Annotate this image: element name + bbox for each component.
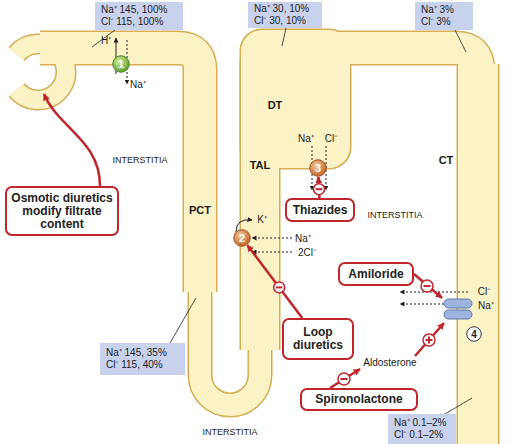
- transporter-circle: 2: [233, 229, 251, 247]
- inhibit-symbol: [314, 184, 325, 195]
- plus-sign: [428, 337, 430, 344]
- leader-lines: [92, 28, 472, 414]
- drug-name: Amiloride: [348, 268, 403, 281]
- drug-box: Amiloride: [338, 262, 414, 286]
- value-text: Cl⁻ 115, 100%: [101, 16, 163, 28]
- ion-label: Na⁺: [130, 77, 146, 91]
- circle-shape: [467, 327, 482, 342]
- drug-arrows: [44, 94, 444, 388]
- ion-arrow: [252, 238, 292, 239]
- tubule-lumen: [17, 30, 478, 444]
- value-box: Na⁺ 145, 35%Cl⁻ 115, 40%: [100, 343, 185, 375]
- ion-label: Na⁺: [298, 131, 314, 145]
- callout-number: 1: [118, 59, 124, 70]
- region-label: INTERSTITIA: [112, 155, 167, 165]
- ion-label: K⁺: [257, 212, 267, 226]
- segment-label: PCT: [189, 204, 211, 216]
- circle-shape: [113, 56, 130, 73]
- value-text: Cl⁻ 30, 10%: [254, 15, 306, 27]
- minus-sign: [316, 188, 322, 190]
- value-text: Na⁺ 30, 10%: [254, 3, 309, 15]
- callout-number: 4: [471, 329, 477, 340]
- hormone-label: Aldosterone: [363, 357, 416, 368]
- inhibit-circle: [338, 373, 350, 385]
- drug-name: Spironolactone: [315, 393, 402, 406]
- inhibition-arrow: [247, 245, 302, 318]
- drug-name: Thiazides: [293, 204, 348, 217]
- stimulate-symbol: [423, 334, 435, 346]
- drug-name: Loop diuretics: [287, 326, 349, 352]
- value-box: Na⁺ 3%Cl⁻ 3%: [415, 2, 473, 30]
- value-text: Na⁺ 0.1–2%: [394, 417, 446, 429]
- callout-number: 2: [239, 233, 245, 244]
- inhibit-circle: [314, 184, 325, 195]
- leader-line: [170, 298, 196, 343]
- drug-box: Osmotic diuretics modify filtrate conten…: [5, 186, 119, 236]
- circle-shape: [310, 160, 327, 177]
- drug-box: Spironolactone: [300, 388, 418, 411]
- inhibit-symbol: [274, 282, 285, 293]
- value-text: Cl⁻ 3%: [421, 16, 451, 28]
- value-text: Cl⁻ 115, 40%: [106, 359, 163, 371]
- minus-sign: [424, 285, 431, 287]
- ct-outline: [457, 64, 500, 444]
- stimulate-circle: [423, 334, 435, 346]
- value-text: Na⁺ 3%: [421, 4, 454, 16]
- ion-label: Na⁺: [295, 231, 311, 245]
- drug-arrow: [44, 94, 100, 186]
- value-box: Na⁺ 0.1–2%Cl⁻ 0.1–2%: [388, 414, 456, 444]
- value-box: Na⁺ 30, 10%Cl⁻ 30, 10%: [248, 2, 322, 28]
- value-text: Na⁺ 145, 100%: [101, 4, 167, 16]
- hormone-arrow: [415, 323, 444, 356]
- circle-shape: [234, 230, 251, 247]
- inhibition-arrow: [318, 177, 319, 198]
- ion-label: H⁺: [101, 33, 111, 47]
- drug-name: Osmotic diuretics modify filtrate conten…: [10, 192, 114, 231]
- leader-line: [92, 30, 115, 47]
- callout-circle: 4: [466, 326, 482, 342]
- ct-tube: [458, 64, 498, 444]
- value-box: Na⁺ 145, 100%Cl⁻ 115, 100%: [95, 2, 183, 30]
- minus-sign: [276, 286, 282, 288]
- channel-symbol: [444, 310, 472, 319]
- leader-line: [455, 30, 466, 52]
- value-text: Cl⁻ 0.1–2%: [394, 429, 443, 441]
- segment-label: CT: [439, 154, 454, 166]
- sodium-channels: [444, 299, 472, 319]
- ion-label: Cl⁻: [325, 131, 337, 145]
- minus-sign: [341, 378, 348, 380]
- callout-number: 3: [315, 163, 321, 174]
- drug-arrow: [414, 274, 442, 298]
- segment-label: DT: [268, 99, 283, 111]
- leader-line: [445, 398, 472, 414]
- inhibit-circle: [421, 280, 433, 292]
- pct-tube: [40, 48, 200, 292]
- inhibit-symbol: [421, 280, 433, 292]
- value-text: Na⁺ 145, 35%: [106, 347, 167, 359]
- region-label: INTERSTITIA: [202, 427, 257, 437]
- transporter-circle: 3: [309, 159, 327, 177]
- region-label: INTERSTITIA: [367, 210, 422, 220]
- ion-arrows: [116, 38, 468, 304]
- transporter-circle: 1: [112, 55, 130, 73]
- ion-arrow: [252, 252, 292, 253]
- drug-box: Loop diuretics: [282, 318, 354, 360]
- tubule-outline: [17, 29, 478, 444]
- channel-symbol: [444, 299, 472, 308]
- drug-box: Thiazides: [285, 198, 355, 222]
- inhibit-circle: [274, 282, 285, 293]
- ion-label: 2Cl⁻: [298, 245, 316, 259]
- segment-label: TAL: [250, 159, 271, 171]
- inhibit-symbol: [338, 373, 350, 385]
- drug-arrow: [330, 369, 360, 388]
- ion-label: Na⁺: [478, 298, 494, 312]
- dt-block: [241, 30, 350, 168]
- ion-label: Cl⁻: [478, 284, 490, 298]
- leader-line: [282, 28, 286, 46]
- dt-block-outline: [240, 29, 352, 170]
